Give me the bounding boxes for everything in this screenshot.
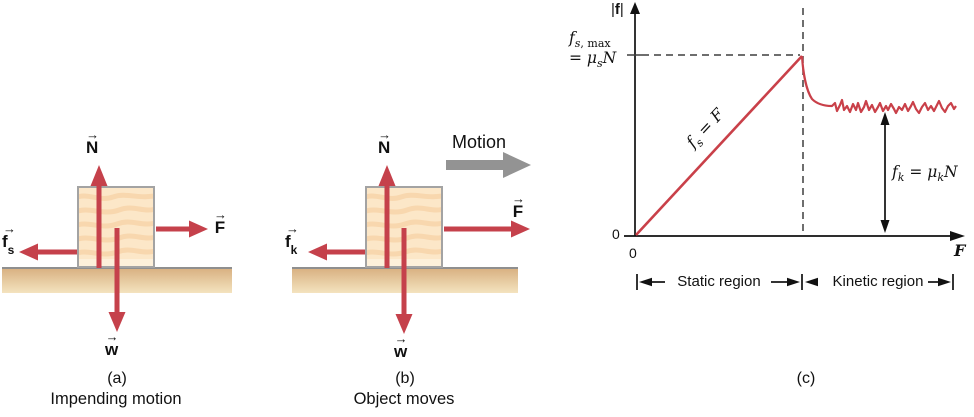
static-friction-line — [635, 55, 803, 236]
caption-letter-c: (c) — [796, 370, 816, 387]
vector-arrow-icon: → — [378, 127, 391, 142]
motion-arrow — [446, 152, 531, 178]
force-letter: F — [512, 202, 524, 221]
weight-arrow-b — [395, 228, 413, 334]
vector-arrow-icon: → — [86, 127, 99, 142]
vector-arrow-icon: → — [394, 331, 408, 346]
applied-force-arrow-b — [444, 220, 530, 238]
force-letter: F — [214, 218, 226, 237]
x-origin-label: 0 — [629, 245, 637, 261]
caption-a: Impending motion — [50, 390, 182, 408]
vector-arrow-icon: → — [512, 191, 525, 206]
y-axis-title: |f| — [611, 1, 624, 18]
applied-force-arrow-a — [156, 220, 208, 238]
mu-k: μ — [927, 163, 938, 181]
weight-arrow-a — [108, 228, 126, 332]
fk-sub: k — [897, 171, 905, 185]
vector-arrow-icon: → — [3, 221, 16, 236]
vector-arrow-icon: → — [286, 221, 299, 236]
fs-max-label: fs, max = μsN — [569, 28, 617, 71]
weight-label-a: → w — [105, 329, 119, 359]
x-axis-title: F — [954, 241, 966, 260]
fs-max-sub-s: s — [574, 37, 581, 51]
caption-letter-b: (b) — [395, 370, 415, 387]
kinetic-region-extent — [805, 274, 954, 290]
equals-sign: = — [569, 49, 587, 67]
normal-force-label-b: → N — [378, 127, 391, 157]
normal-force-label-a: → N — [86, 127, 99, 157]
mu-s: μ — [586, 49, 597, 67]
y-axis-f: f — [614, 1, 620, 18]
kinetic-friction-label: → fk — [285, 221, 299, 258]
mu-k-sub: k — [937, 171, 945, 185]
fk-label: fk = μkN — [892, 163, 958, 185]
static-region-label: Static region — [677, 273, 761, 290]
static-region-extent — [636, 274, 803, 290]
fk-f: f — [892, 163, 898, 181]
kinetic-friction-curve — [800, 55, 957, 115]
force-subscript: s — [7, 243, 15, 258]
static-friction-arrow — [19, 243, 77, 261]
static-friction-label: → fs — [2, 221, 16, 258]
fs-max-f: f — [569, 29, 575, 47]
force-subscript: k — [290, 243, 298, 258]
motion-label: Motion — [452, 132, 507, 152]
mu-s-sub: s — [597, 57, 603, 71]
normal-n: N — [944, 163, 958, 181]
fs-max-sub-rest: , max — [580, 37, 611, 51]
y-origin-label: 0 — [612, 226, 620, 242]
applied-force-label-a: → F — [214, 207, 227, 237]
abs-bar: | — [619, 1, 624, 18]
normal-force-arrow-a — [90, 165, 108, 268]
force-letter: w — [394, 342, 408, 361]
kinetic-friction-arrow — [308, 243, 365, 261]
kinetic-region-label: Kinetic region — [832, 273, 924, 290]
force-letter: N — [378, 138, 391, 157]
vector-arrow-icon: → — [105, 329, 119, 344]
vector-arrow-icon: → — [214, 207, 227, 222]
abs-bar: | — [611, 1, 615, 18]
normal-n: N — [602, 49, 617, 67]
force-letter: N — [86, 138, 99, 157]
applied-force-label-b: → F — [512, 191, 525, 221]
force-letter: f — [2, 232, 8, 251]
weight-label-b: → w — [394, 331, 408, 361]
caption-b: Object moves — [353, 390, 455, 408]
caption-letter-a: (a) — [107, 370, 127, 387]
force-letter: f — [285, 232, 291, 251]
fk-measure-arrow — [880, 112, 890, 233]
normal-force-arrow-b — [378, 165, 396, 268]
x-axis — [624, 231, 965, 241]
force-letter: w — [105, 340, 119, 359]
equals-sign: = — [904, 163, 928, 181]
y-axis — [630, 2, 640, 236]
